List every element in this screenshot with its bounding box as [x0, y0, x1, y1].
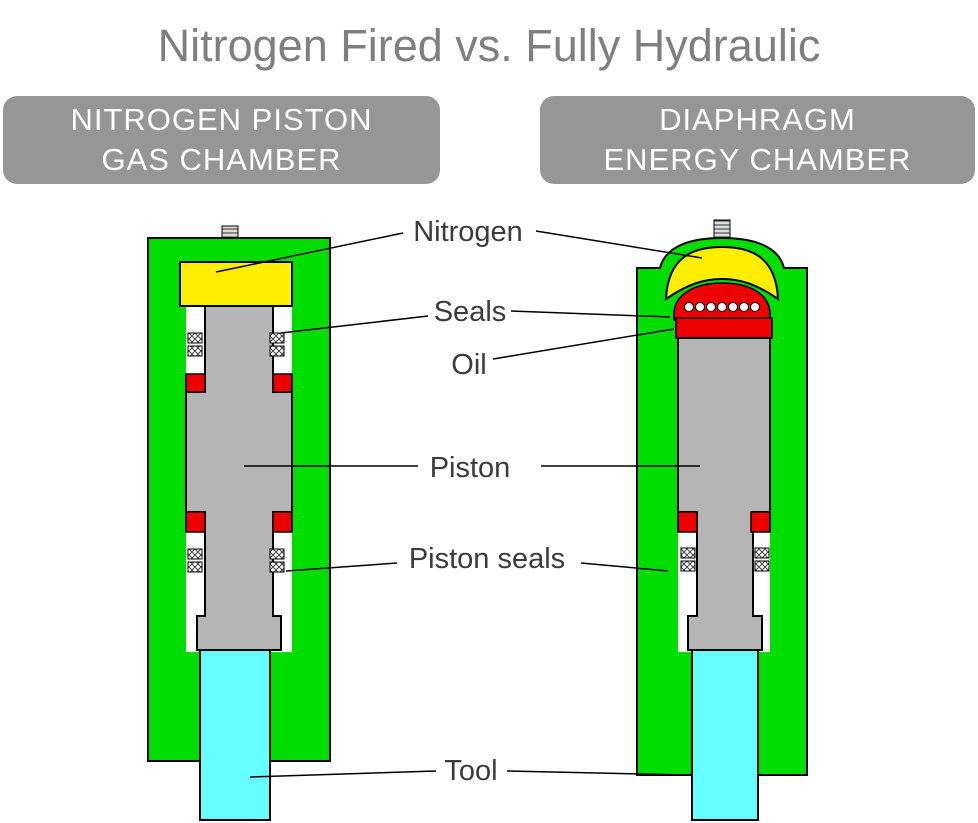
label-piston: Piston: [430, 452, 511, 484]
piston-seal: [680, 547, 696, 559]
piston-seal: [269, 548, 285, 560]
label-seals: Seals: [434, 296, 507, 328]
page-title: Nitrogen Fired vs. Fully Hydraulic: [157, 20, 821, 71]
left-lower-oil-seal: [272, 511, 293, 533]
piston-seal: [187, 561, 203, 573]
piston-seal: [680, 560, 696, 572]
right-column-header: DIAPHRAGM ENERGY CHAMBER: [540, 96, 975, 184]
callout-labels: Nitrogen Seals Oil Piston Piston seals T…: [215, 216, 703, 787]
right-nitrogen-diaphragm: [664, 245, 780, 301]
diaphragm-seal-bead: [706, 302, 716, 312]
piston-seals-right-pointer-line: [580, 562, 669, 572]
diaphragm-seal-bead: [750, 302, 760, 312]
right-lower-oil-seal: [677, 511, 698, 533]
tool-right-pointer-line: [506, 770, 689, 776]
right-tool: [691, 649, 759, 821]
label-oil: Oil: [451, 349, 486, 381]
seals-right-pointer-line: [510, 310, 671, 318]
left-tool: [199, 649, 271, 821]
piston-seal: [754, 547, 770, 559]
piston-seal: [269, 561, 285, 573]
diaphragm-seal-bead: [695, 302, 705, 312]
right-header-line2: ENERGY CHAMBER: [603, 142, 912, 177]
piston-seal: [269, 345, 285, 357]
left-lower-oil-seal: [185, 511, 206, 533]
piston-seal: [269, 332, 285, 344]
label-tool: Tool: [444, 755, 497, 787]
piston-seal: [187, 345, 203, 357]
right-oil-chamber: [675, 317, 773, 339]
seals-left-pointer-line: [280, 315, 429, 334]
diaphragm-seal-bead: [728, 302, 738, 312]
diaphragm-seal-bead: [717, 302, 727, 312]
left-column-header: NITROGEN PISTON GAS CHAMBER: [3, 96, 440, 184]
left-upper-oil-seal: [272, 373, 293, 393]
diaphragm-breaker-diagram: [636, 219, 808, 821]
tool-left-pointer-line: [249, 770, 437, 778]
left-upper-oil-seal: [185, 373, 206, 393]
nitrogen-right-pointer-line: [535, 230, 703, 259]
left-header-line2: GAS CHAMBER: [101, 142, 342, 177]
piston-seal: [754, 560, 770, 572]
right-header-line1: DIAPHRAGM: [659, 102, 856, 137]
diaphragm-seal-bead: [739, 302, 749, 312]
oil-right-pointer-line: [492, 328, 675, 360]
nitrogen-left-pointer-line: [215, 232, 404, 273]
left-nitrogen-gas-chamber: [179, 261, 293, 307]
nitrogen-piston-diagram: [147, 225, 331, 821]
right-lower-oil-seal: [750, 511, 771, 533]
piston-seal: [187, 548, 203, 560]
piston-seal: [187, 332, 203, 344]
left-header-line1: NITROGEN PISTON: [70, 102, 373, 137]
diaphragm-seal-bead: [684, 302, 694, 312]
piston-seals-left-pointer-line: [285, 562, 398, 572]
label-nitrogen: Nitrogen: [413, 216, 523, 248]
label-piston-seals: Piston seals: [409, 543, 565, 575]
